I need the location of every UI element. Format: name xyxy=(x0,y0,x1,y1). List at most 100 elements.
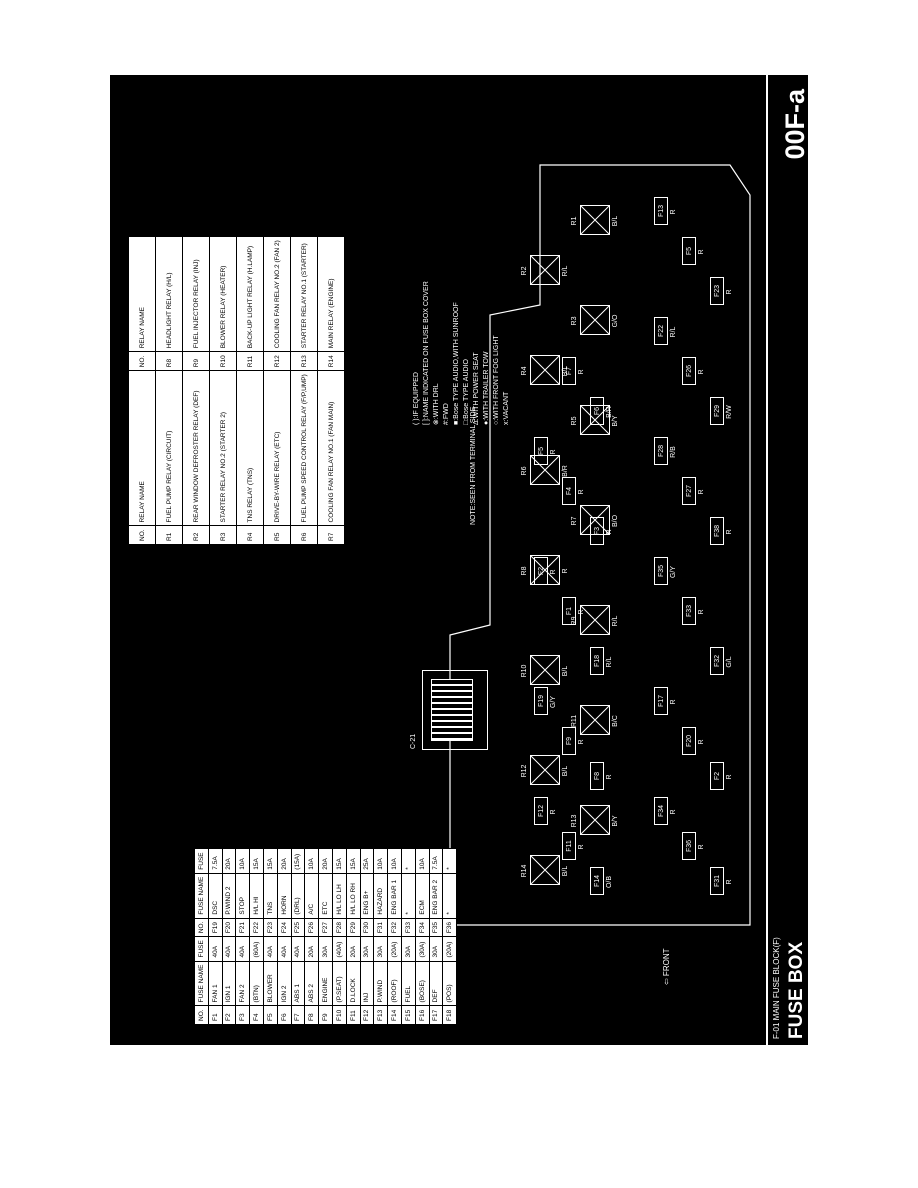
fuse-cell: 40A xyxy=(235,936,250,962)
relay-cross-icon xyxy=(531,756,559,784)
relay-slot xyxy=(530,455,560,485)
fuse-header-cell: NO. xyxy=(194,918,209,937)
relay-cell: R3 xyxy=(209,525,237,545)
relay-slot xyxy=(580,705,610,735)
relay-label: R2 xyxy=(520,266,528,276)
relay-slot xyxy=(580,205,610,235)
fuse-header-cell: FUSE xyxy=(194,848,209,874)
relay-label: R5 xyxy=(570,416,578,426)
wire-color-label: G/L xyxy=(725,656,733,668)
fuse-cell: FUEL xyxy=(401,961,416,1006)
fuse-cell: (30A) xyxy=(415,936,430,962)
relay-wire-color: B/C xyxy=(611,715,619,727)
fuse-cell: ENGINE xyxy=(318,961,333,1006)
fuse-cell: F19 xyxy=(208,918,223,937)
fuse-cell: 10A xyxy=(387,848,402,874)
fuse-cell: F30 xyxy=(360,918,374,937)
wire-color-label: R xyxy=(669,809,677,815)
fuse-cell: F7 xyxy=(291,1005,305,1025)
legend-item: ■:Bose TYPE AUDIO,WITH SUNROOF xyxy=(453,302,460,425)
fuse-slot: F17 xyxy=(654,687,668,715)
relay-label: R6 xyxy=(520,466,528,476)
fuse-cell: TNS xyxy=(263,873,278,919)
relay-header-cell: RELAY NAME xyxy=(128,236,156,352)
relay-slot xyxy=(530,755,560,785)
relay-wire-color: R/L xyxy=(611,615,619,627)
relay-wire-color: B/L xyxy=(561,765,569,777)
fuse-cell: F1 xyxy=(208,1005,223,1025)
relay-cross-icon xyxy=(531,356,559,384)
wire-color-label: R xyxy=(725,289,733,295)
fuse-cell: F4 xyxy=(249,1005,264,1025)
fuse-header-cell: FUSE NAME xyxy=(194,961,209,1006)
relay-header-cell: NO. xyxy=(128,525,156,545)
wire-color-label: G/Y xyxy=(549,695,557,709)
wire-color-label: R xyxy=(725,774,733,780)
relay-cell: HEADLIGHT RELAY (H/L) xyxy=(155,236,183,352)
fuse-cell: 30A xyxy=(373,936,388,962)
relay-cross-icon xyxy=(531,856,559,884)
relay-label: R13 xyxy=(570,814,578,828)
relay-cross-icon xyxy=(581,706,609,734)
fuse-cell: F8 xyxy=(304,1005,319,1025)
fuse-slot: F26 xyxy=(682,357,696,385)
relay-cell: STARTER RELAY NO.2 (STARTER 2) xyxy=(209,370,237,526)
fuse-cell: ABS 2 xyxy=(304,961,319,1006)
fuse-slot: F18 xyxy=(590,647,604,675)
fuse-slot: F8 xyxy=(590,762,604,790)
relay-cell: TNS RELAY (TNS) xyxy=(236,370,264,526)
fuse-cell: (BTN) xyxy=(249,961,264,1006)
fuse-cell: F23 xyxy=(263,918,278,937)
fuse-cell: 25A xyxy=(360,848,374,874)
legend-item: Δ:WITH POWER SEAT xyxy=(473,352,480,425)
relay-cell: R14 xyxy=(317,351,345,371)
fuse-cell: F9 xyxy=(318,1005,333,1025)
relay-cell: BACK-UP LIGHT RELAY (H.LAMP) xyxy=(236,236,264,352)
relay-wire-color: B/R xyxy=(561,465,569,477)
relay-header-cell: NO. xyxy=(128,351,156,371)
legend-item: x:VACANT xyxy=(503,391,510,425)
fuse-cell: DEF xyxy=(429,961,443,1006)
connector-pins xyxy=(431,679,473,741)
relay-cross-icon xyxy=(581,306,609,334)
fuse-cell: * xyxy=(401,848,416,874)
fuse-cell: F31 xyxy=(373,918,388,937)
relay-cross-icon xyxy=(531,556,559,584)
relay-wire-color: B/L xyxy=(561,865,569,877)
fuse-cell: F36 xyxy=(442,918,457,937)
fuse-cell: (20A) xyxy=(442,936,457,962)
wire-color-label: R xyxy=(725,529,733,535)
wire-color-label: R xyxy=(669,699,677,705)
fuse-cell: 30A xyxy=(401,936,416,962)
relay-slot xyxy=(530,355,560,385)
relay-cell: R2 xyxy=(182,525,210,545)
relay-slot xyxy=(580,605,610,635)
legend-item: ⊗:WITH DRL xyxy=(433,383,440,425)
fuse-cell: D.LOCK xyxy=(346,961,361,1006)
fuse-cell: 15A xyxy=(249,848,264,874)
relay-cell: R6 xyxy=(290,525,318,545)
fuse-header-cell: FUSE NAME xyxy=(194,873,209,919)
fuse-cell: F15 xyxy=(401,1005,416,1025)
fuse-slot: F19 xyxy=(534,687,548,715)
fuse-cell: F12 xyxy=(360,1005,374,1025)
relay-cross-icon xyxy=(581,606,609,634)
relay-label: R11 xyxy=(570,714,578,728)
fuse-cell: (ROOF) xyxy=(387,961,402,1006)
fuse-cell: ETC xyxy=(318,873,333,919)
